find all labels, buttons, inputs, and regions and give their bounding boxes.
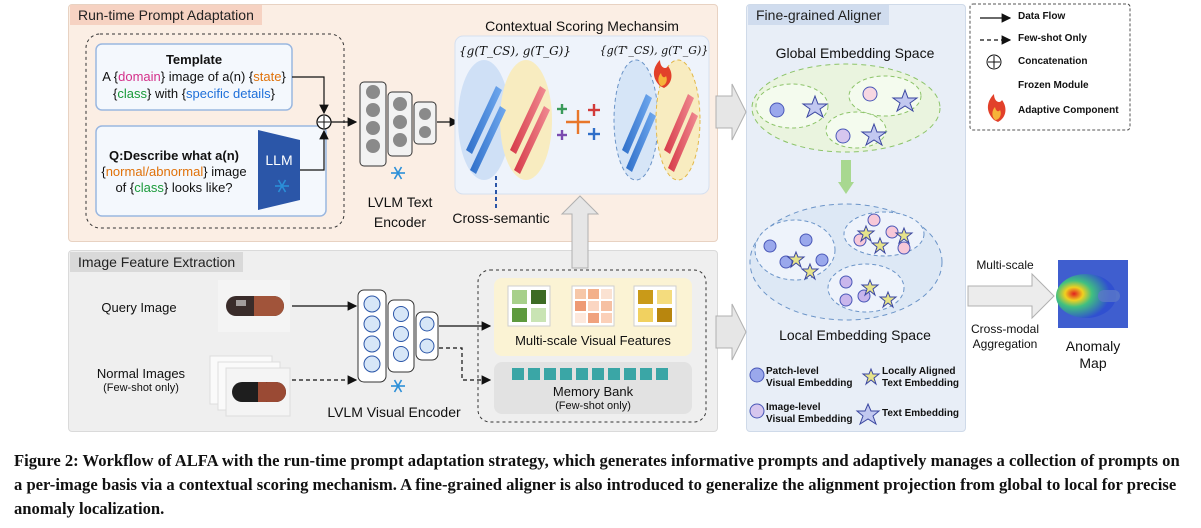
query-image — [218, 280, 290, 332]
red-features-right — [664, 94, 698, 172]
scoring-icon — [557, 104, 600, 140]
legend-frozen: Frozen Module — [1018, 80, 1089, 91]
llm-block — [258, 130, 300, 210]
legend-concat: Concatenation — [1018, 56, 1088, 67]
patch-level-label: Patch-level Visual Embedding — [766, 366, 853, 389]
legend-few-shot: Few-shot Only — [1018, 33, 1087, 44]
image-level-label: Image-level Visual Embedding — [766, 402, 853, 425]
arrow-to-aligner-top — [715, 83, 747, 141]
prompt-adaptation-title: Run-time Prompt Adaptation — [70, 5, 262, 25]
memory-bank-cells — [512, 368, 668, 380]
up-arrow — [560, 195, 600, 269]
aggregation-bottom2: Aggregation — [972, 337, 1038, 351]
text-encoder-label: LVLM Text Encoder — [367, 194, 433, 230]
global-space-label: Global Embedding Space — [775, 45, 935, 61]
image-feature-title: Image Feature Extraction — [70, 252, 244, 272]
template-line2: {class} with {specific details} — [113, 86, 275, 101]
red-features-left — [510, 86, 550, 174]
blue-features-left — [466, 86, 506, 174]
local-points — [763, 213, 911, 307]
visual-encoder — [357, 289, 439, 383]
fire-icon — [653, 60, 672, 88]
formula-left: {g(T_CS), g(T_G)} — [459, 44, 571, 58]
legend-data-flow: Data Flow — [1018, 11, 1066, 22]
local-space-label: Local Embedding Space — [779, 327, 931, 343]
scoring-title: Contextual Scoring Mechansim — [485, 18, 679, 34]
memory-bank-title: Memory Bank — [552, 384, 634, 399]
visual-encoder-label: LVLM Visual Encoder — [327, 404, 461, 420]
prompt-input-group — [85, 33, 345, 229]
normal-images-sub: (Few-shot only) — [103, 382, 179, 394]
patch-level-icon — [749, 367, 765, 383]
workflow-diagram — [85, 3, 1131, 426]
normal-images — [209, 355, 291, 417]
arrow-to-aligner-bottom — [715, 303, 747, 361]
template-line1: A {domain} image of a(n) {state} — [102, 69, 286, 84]
legend-adaptive: Adaptive Component — [1018, 105, 1119, 116]
text-embedding-icon — [855, 402, 881, 426]
aggregation-bottom1: Cross-modal — [970, 322, 1039, 336]
question-line3: of {class} looks like? — [115, 180, 233, 195]
multiscale-patches — [507, 285, 677, 327]
aggregation-arrow — [967, 272, 1055, 320]
text-embedding-label: Text Embedding — [882, 408, 960, 419]
feature-group — [477, 269, 707, 423]
question-line2: {normal/abnormal} image — [101, 164, 247, 179]
query-image-label: Query Image — [101, 300, 177, 315]
aligner-title: Fine-grained Aligner — [748, 5, 890, 25]
text-encoder — [359, 81, 437, 167]
memory-bank-sub: (Few-shot only) — [555, 400, 631, 412]
blue-features-right — [622, 94, 656, 172]
aggregation-top: Multi-scale — [976, 258, 1034, 272]
question-line1: Q:Describe what a(n) — [108, 148, 240, 163]
image-level-icon — [749, 403, 765, 419]
figure-caption: Figure 2: Workflow of ALFA with the run-… — [14, 451, 1180, 518]
normal-images-label: Normal Images — [96, 366, 186, 381]
fire-icon — [987, 94, 1006, 122]
local-text-icon — [861, 367, 881, 386]
anomaly-map-label: Anomaly Map — [1065, 338, 1121, 371]
local-text-label: Locally Aligned Text Embedding — [882, 366, 960, 389]
multiscale-label: Multi-scale Visual Features — [515, 333, 671, 348]
llm-label: LLM — [265, 152, 293, 168]
local-stars — [786, 224, 914, 309]
cross-semantic-label: Cross-semantic — [452, 210, 550, 226]
formula-right: {g(T'_CS), g(T'_G)} — [599, 44, 709, 57]
template-title: Template — [165, 52, 223, 67]
